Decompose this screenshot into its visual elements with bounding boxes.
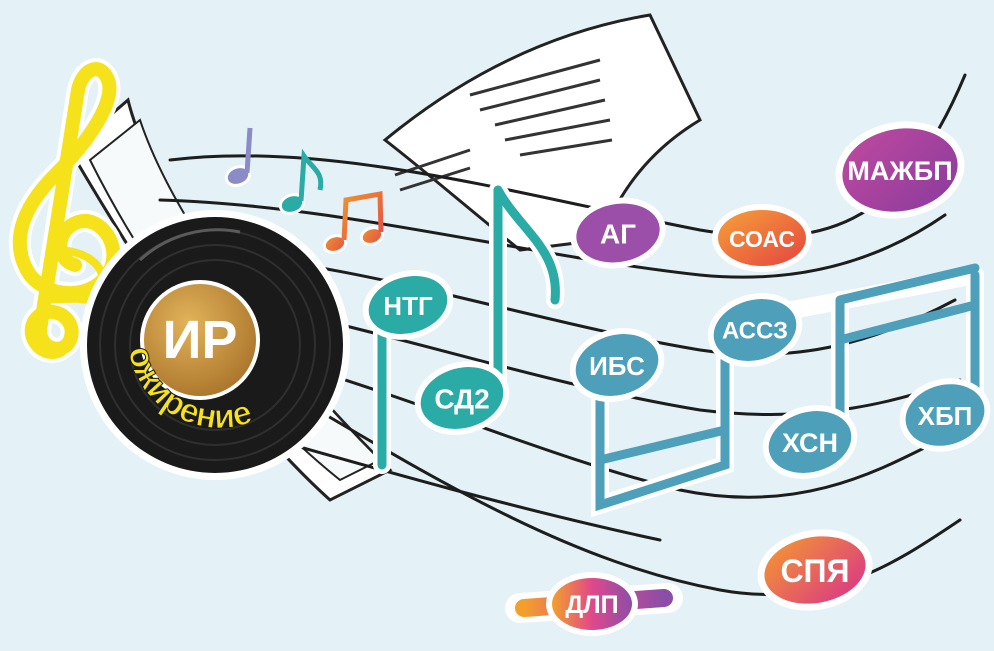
svg-text:АГ: АГ (600, 219, 636, 250)
badge-khbp: ХБП (899, 378, 991, 452)
svg-text:СПЯ: СПЯ (780, 553, 849, 589)
badge-ntg: НТГ (362, 270, 454, 340)
big-note-teal-fill (377, 185, 560, 470)
treble-clef-icon (8, 58, 125, 363)
badge-assz: АССЗ (707, 293, 803, 367)
svg-text:ИБС: ИБС (589, 351, 645, 381)
badge-soas: СОАС (712, 204, 812, 272)
svg-text:АССЗ: АССЗ (722, 318, 788, 345)
badge-dlp: ДЛП (505, 572, 683, 636)
svg-text:НТГ: НТГ (383, 291, 433, 321)
svg-text:ДЛП: ДЛП (565, 591, 618, 619)
badge-ag: АГ (570, 197, 666, 269)
badge-spya: СПЯ (757, 529, 873, 611)
svg-text:СД2: СД2 (434, 384, 489, 415)
svg-text:СОАС: СОАС (729, 226, 795, 252)
svg-text:ХСН: ХСН (782, 428, 838, 458)
badge-ibs: ИБС (569, 328, 665, 402)
beamed-notes (591, 263, 984, 518)
record-center-text: ИР (163, 310, 238, 370)
svg-text:МАЖБП: МАЖБП (847, 156, 952, 186)
badge-khsn: ХСН (762, 405, 858, 479)
svg-text:ХБП: ХБП (918, 401, 973, 431)
vinyl-record-icon: ИР ожирение (80, 210, 350, 480)
music-note-icon (224, 127, 385, 254)
badge-mazhbp: МАЖБП (835, 121, 965, 219)
badge-sd2: СД2 (414, 361, 510, 435)
